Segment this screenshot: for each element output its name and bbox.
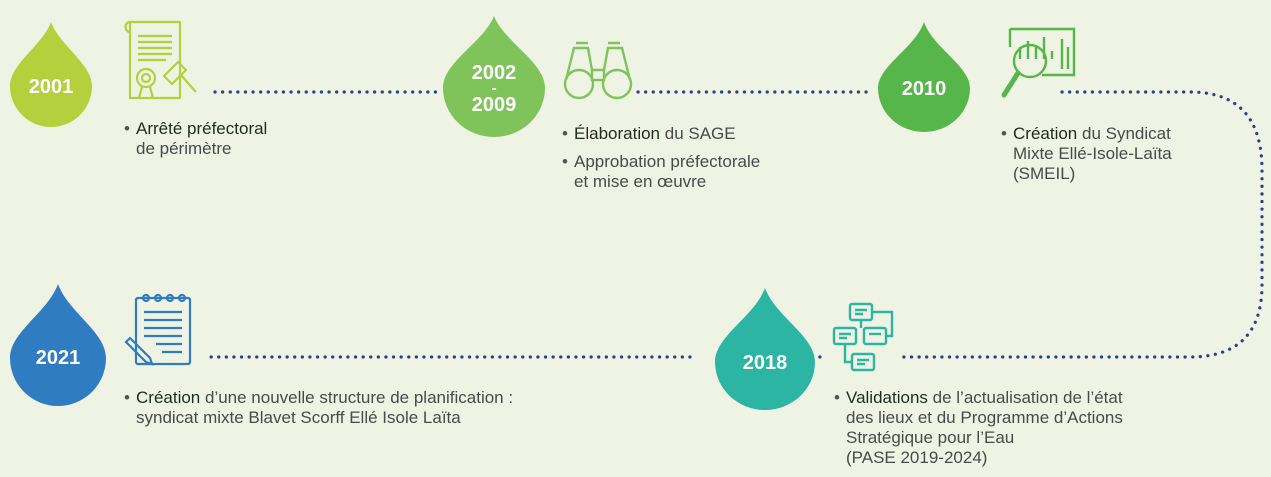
drop-shape (10, 284, 106, 406)
magnifier-chart-icon (998, 25, 1078, 108)
text-line: des lieux et du Programme d’Actions (846, 408, 1123, 427)
milestone-2002-text: •Élaboration du SAGE •Approbation préfec… (562, 124, 761, 192)
milestone-2018-text: •Validations de l’actualisation de l’éta… (834, 388, 1123, 468)
decree-gavel-icon (122, 18, 202, 113)
year-separator: - (491, 80, 497, 97)
year-label: 2018 (742, 352, 788, 374)
milestone-2010-text: •Création du Syndicat Mixte Ellé-Isole-L… (1001, 124, 1172, 184)
flowchart-icon (832, 302, 896, 379)
year-label-end: 2009 (471, 94, 517, 116)
text-line: et mise en œuvre (574, 172, 707, 191)
milestone-2001-text: •Arrêté préfectoral de périmètre (124, 119, 268, 159)
text-line: syndicat mixte Blavet Scorff Ellé Isole … (136, 408, 461, 427)
text-line: de périmètre (136, 139, 232, 158)
text-line: Mixte Ellé-Isole-Laïta (1013, 144, 1172, 163)
year-drop-2010: 2010 (876, 20, 972, 132)
year-drop-2018: 2018 (713, 286, 817, 412)
drop-shape (10, 22, 92, 127)
text-line: •Création du Syndicat (1001, 124, 1171, 143)
binoculars-icon (562, 40, 634, 107)
text-line: •Approbation préfectorale (562, 152, 761, 171)
year-label: 2001 (28, 76, 74, 98)
text-line: •Élaboration du SAGE (562, 124, 736, 143)
text-line: •Création d’une nouvelle structure de pl… (124, 388, 514, 407)
year-drop-2002-2009: 2002 - 2009 (441, 14, 547, 138)
year-drop-2001: 2001 (8, 20, 94, 128)
milestone-2021-text: •Création d’une nouvelle structure de pl… (124, 388, 514, 428)
text-line: (SMEIL) (1013, 164, 1076, 183)
text-line: •Validations de l’actualisation de l’éta… (834, 388, 1123, 407)
year-label: 2010 (901, 78, 947, 100)
drop-shape (443, 16, 545, 137)
year-label-start: 2002 (471, 62, 517, 84)
notepad-pencil-icon (122, 292, 196, 377)
year-drop-2021: 2021 (8, 282, 108, 408)
drop-shape (878, 22, 970, 132)
text-line: •Arrêté préfectoral (124, 119, 268, 138)
text-line: Stratégique pour l’Eau (846, 428, 1015, 447)
text-line: (PASE 2019-2024) (846, 448, 988, 467)
year-label: 2021 (35, 347, 81, 369)
drop-shape (715, 288, 815, 410)
